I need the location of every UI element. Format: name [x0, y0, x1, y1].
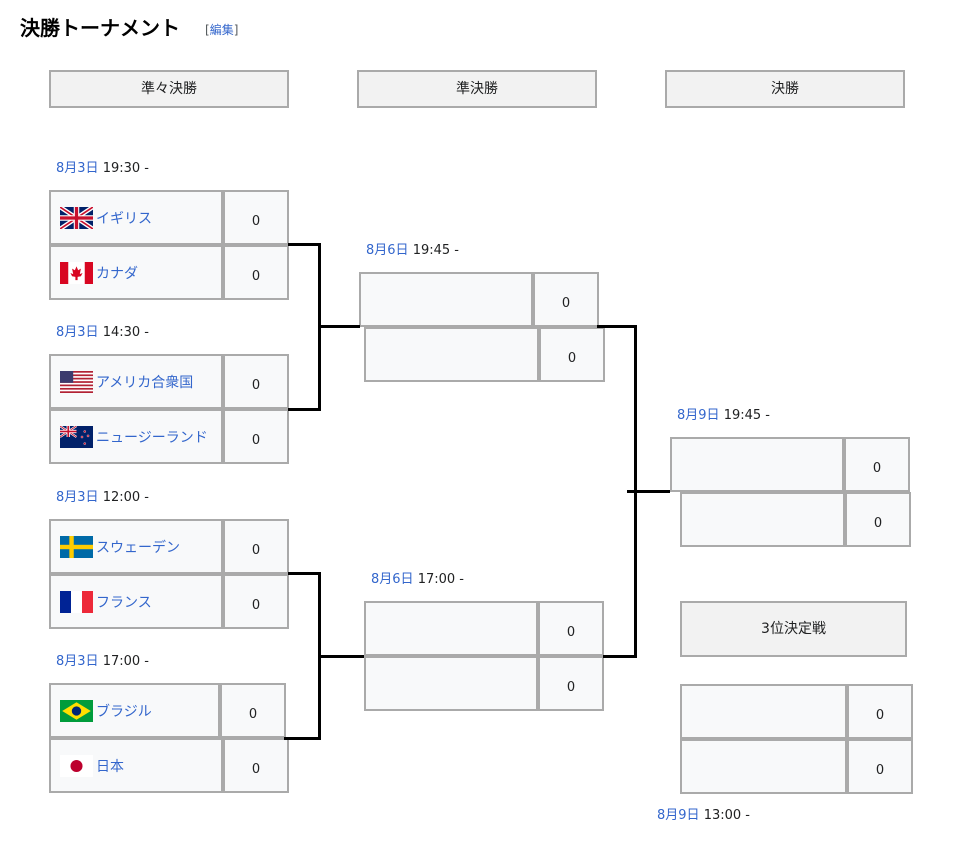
round-header-third-place: 3位決定戦 [680, 601, 907, 657]
team-cell-final-team1 [670, 437, 844, 492]
team-link[interactable]: スウェーデン [96, 539, 180, 556]
team-cell-sf2-team1 [364, 601, 538, 656]
team-cell-sf1-team1 [359, 272, 533, 327]
bracket-line [603, 655, 637, 658]
sweden-flag-icon [60, 535, 93, 558]
section-heading: 決勝トーナメント [20, 16, 180, 40]
team-link[interactable]: カナダ [96, 265, 138, 282]
match-date-qf3: 8月3日 12:00 - [56, 490, 149, 505]
score-cell: 0 [223, 354, 289, 409]
match-date-qf2: 8月3日 14:30 - [56, 325, 149, 340]
team-cell-qf4-team1: ブラジル [49, 683, 220, 738]
bracket-line [288, 408, 321, 411]
score-cell: 0 [220, 683, 286, 738]
canada-flag-icon [60, 261, 93, 284]
bracket-line [318, 325, 360, 328]
score-cell: 0 [845, 492, 911, 547]
score-cell: 0 [223, 190, 289, 245]
edit-link[interactable]: 編集 [209, 23, 234, 37]
team-cell-sf1-team2 [364, 327, 539, 382]
team-link[interactable]: フランス [96, 594, 152, 611]
team-cell-qf2-team1: アメリカ合衆国 [49, 354, 223, 409]
team-cell-qf4-team2: 日本 [49, 738, 223, 793]
score-cell: 0 [223, 519, 289, 574]
bracket-line [288, 243, 321, 246]
date-link[interactable]: 8月3日 [56, 654, 99, 669]
score-cell: 0 [223, 245, 289, 300]
uk-flag-icon [60, 206, 93, 229]
team-cell-qf3-team2: フランス [49, 574, 223, 629]
japan-flag-icon [60, 754, 93, 777]
team-cell-third-team2 [680, 739, 847, 794]
team-cell-qf2-team2: ニュージーランド [49, 409, 223, 464]
score-cell: 0 [539, 327, 605, 382]
team-link[interactable]: ブラジル [96, 703, 152, 720]
date-link[interactable]: 8月6日 [366, 243, 409, 258]
round-header-final: 決勝 [665, 70, 905, 108]
team-link[interactable]: イギリス [96, 210, 152, 227]
match-date-sf2: 8月6日 17:00 - [371, 572, 464, 587]
score-cell: 0 [538, 656, 604, 711]
bracket-line [627, 490, 670, 493]
team-link[interactable]: 日本 [96, 758, 124, 775]
round-header-quarterfinal: 準々決勝 [49, 70, 289, 108]
date-link[interactable]: 8月6日 [371, 572, 414, 587]
match-date-sf1: 8月6日 19:45 - [366, 243, 459, 258]
new-zealand-flag-icon [60, 425, 93, 448]
team-cell-qf1-team1: イギリス [49, 190, 223, 245]
bracket-line [288, 572, 321, 575]
score-cell: 0 [847, 684, 913, 739]
date-link[interactable]: 8月3日 [56, 490, 99, 505]
team-cell-final-team2 [680, 492, 845, 547]
score-cell: 0 [223, 738, 289, 793]
brazil-flag-icon [60, 699, 93, 722]
match-date-qf4: 8月3日 17:00 - [56, 654, 149, 669]
france-flag-icon [60, 590, 93, 613]
score-cell: 0 [844, 437, 910, 492]
team-cell-sf2-team2 [364, 656, 538, 711]
date-link[interactable]: 8月9日 [677, 408, 720, 423]
score-cell: 0 [533, 272, 599, 327]
match-date-final: 8月9日 19:45 - [677, 408, 770, 423]
team-cell-qf1-team2: カナダ [49, 245, 223, 300]
score-cell: 0 [223, 574, 289, 629]
match-date-third-place: 8月9日 13:00 - [657, 808, 750, 823]
score-cell: 0 [223, 409, 289, 464]
bracket-line [597, 325, 637, 328]
team-cell-qf3-team1: スウェーデン [49, 519, 223, 574]
score-cell: 0 [538, 601, 604, 656]
team-link[interactable]: ニュージーランド [96, 429, 208, 446]
date-link[interactable]: 8月3日 [56, 161, 99, 176]
bracket-line [318, 655, 364, 658]
score-cell: 0 [847, 739, 913, 794]
team-link[interactable]: アメリカ合衆国 [96, 374, 194, 391]
date-link[interactable]: 8月9日 [657, 808, 700, 823]
team-cell-third-team1 [680, 684, 847, 739]
usa-flag-icon [60, 370, 93, 393]
date-link[interactable]: 8月3日 [56, 325, 99, 340]
edit-section: [編集] [205, 23, 239, 37]
match-date-qf1: 8月3日 19:30 - [56, 161, 149, 176]
round-header-semifinal: 準決勝 [357, 70, 597, 108]
bracket-line [284, 737, 321, 740]
